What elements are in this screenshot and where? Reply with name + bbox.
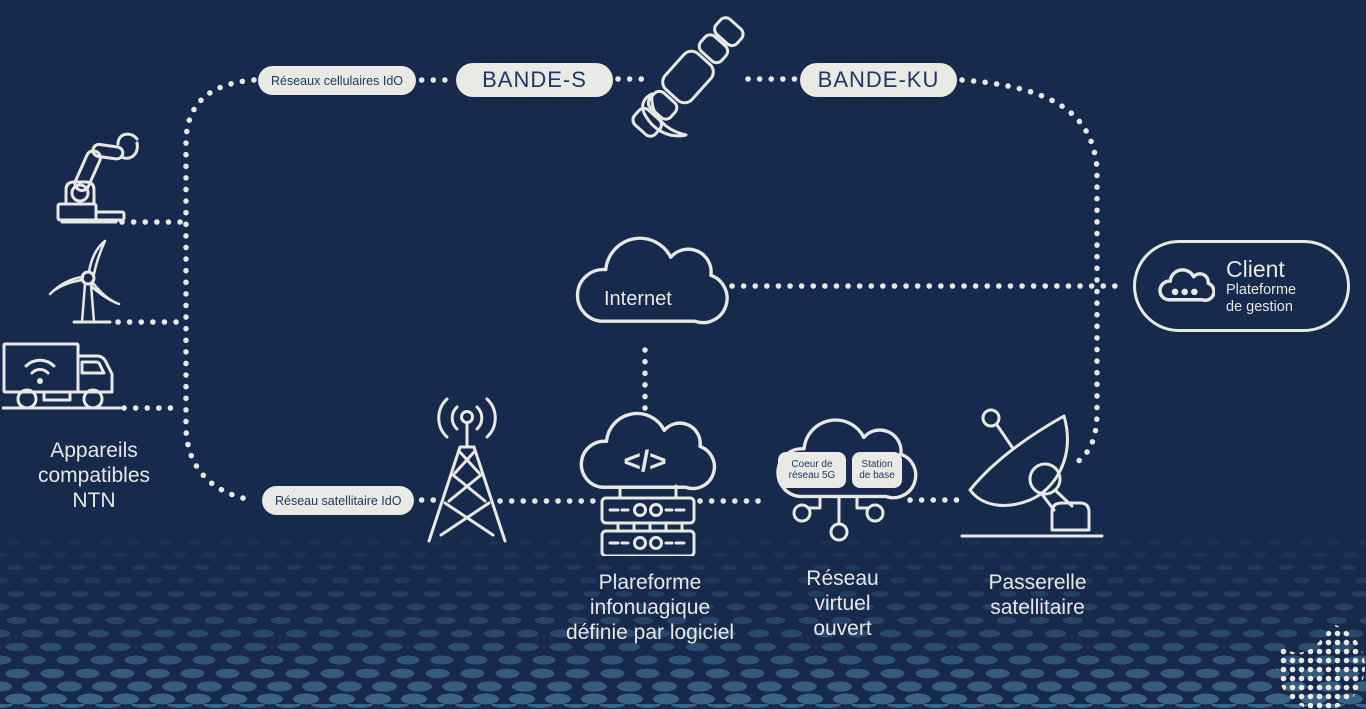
satellite-iot-pill: Réseau satellitaire IdO (262, 486, 415, 515)
gateway-label: Passerelle satellitaire (955, 570, 1120, 620)
client-subtitle-line: de gestion (1226, 299, 1293, 315)
gateway-label-line: Passerelle (988, 571, 1087, 594)
cellular-iot-pill: Réseaux cellulaires IdO (258, 66, 417, 95)
client-text: Client Plateforme de gestion (1226, 256, 1296, 316)
band-s-pill: BANDE-S (456, 63, 613, 97)
internet-label: Internet (604, 288, 672, 310)
base-station-chip-line: Station (861, 458, 893, 470)
cell-tower-icon (427, 397, 507, 543)
base-station-chip: Station de base (852, 452, 902, 488)
gateway-label-line: satellitaire (990, 596, 1085, 619)
connector-band-ku-to-dish (959, 77, 1100, 469)
virtual-network-label: Réseau virtuel ouvert (780, 566, 905, 641)
client-title: Client (1226, 256, 1285, 282)
sdn-label-line: définie par logiciel (565, 621, 735, 644)
sdn-label-line: Plareforme (598, 571, 702, 594)
core-5g-chip-line: réseau 5G (788, 470, 836, 481)
internet-cloud-icon (575, 236, 729, 325)
client-subtitle-line: Plateforme (1226, 282, 1297, 298)
devices-label-line: compatibles (37, 464, 151, 487)
virtual-network-label-line: Réseau (806, 567, 879, 590)
sdn-cloud-servers-icon: </> (579, 411, 717, 556)
base-station-chip-line: de base (859, 470, 895, 481)
iot-truck-icon (2, 342, 122, 410)
sdn-label-line: infonuagique (589, 596, 711, 619)
devices-label: Appareils compatibles NTN (8, 438, 180, 513)
virtual-network-label-line: virtuel (814, 592, 871, 615)
band-ku-pill: BANDE-KU (800, 63, 957, 97)
core-5g-chip-line: Coeur de (791, 458, 833, 470)
devices-label-line: Appareils (50, 439, 138, 462)
code-glyph: </> (623, 445, 666, 478)
devices-label-line: NTN (72, 489, 116, 512)
client-card: Client Plateforme de gestion (1133, 240, 1350, 332)
satellite-dish-icon (960, 408, 1104, 538)
core-5g-chip: Coeur de réseau 5G (778, 452, 846, 488)
virtual-network-label-line: ouvert (813, 617, 872, 640)
satellite-icon (631, 16, 745, 138)
robot-arm-icon (56, 132, 139, 224)
sdn-label: Plareforme infonuagique définie par logi… (535, 570, 765, 645)
connector-devices-loop (183, 77, 257, 503)
wind-turbine-icon (48, 239, 121, 324)
dotted-globe-logo (1276, 624, 1365, 709)
cloud-dots-icon (1158, 268, 1215, 302)
